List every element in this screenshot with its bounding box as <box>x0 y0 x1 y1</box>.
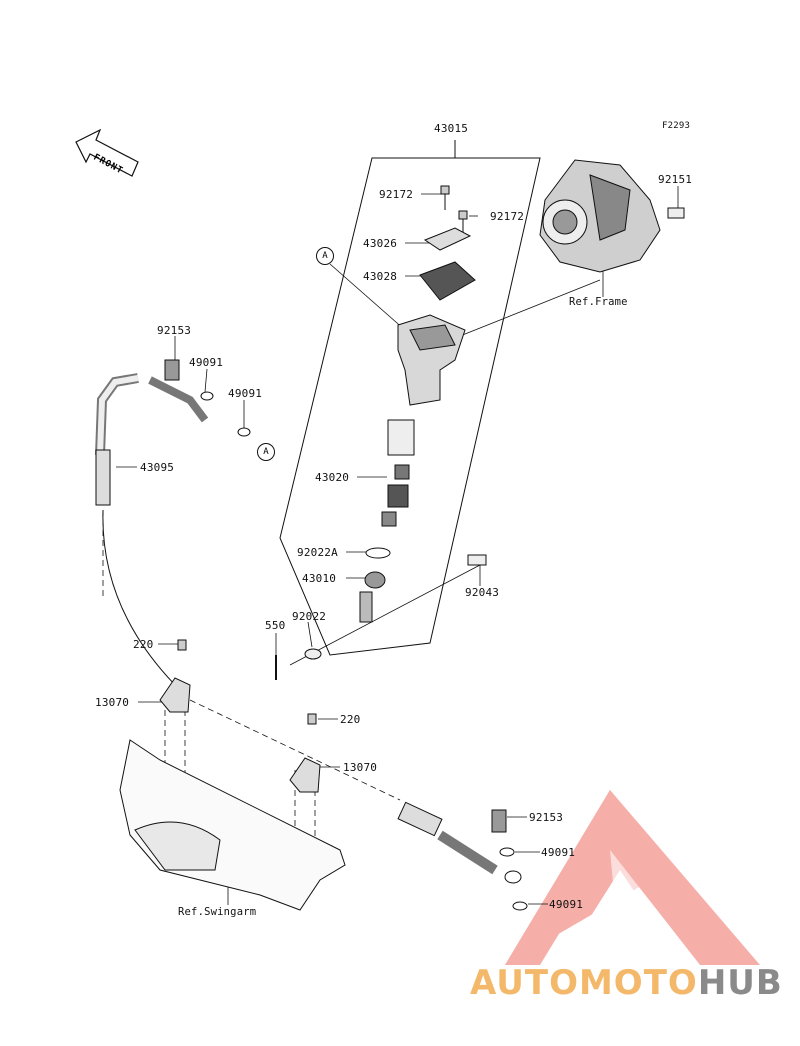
label-49091-b: 49091 <box>228 387 263 400</box>
diagram-code: F2293 <box>662 121 691 131</box>
label-550: 550 <box>265 619 286 632</box>
label-92151: 92151 <box>658 173 693 186</box>
label-43015: 43015 <box>434 122 469 135</box>
master-cylinder-group-outline <box>279 140 541 656</box>
label-43028: 43028 <box>363 270 398 283</box>
label-92153-b: 92153 <box>529 811 564 824</box>
leader-lines <box>116 186 679 905</box>
hose-and-banjo-parts <box>95 359 251 691</box>
front-direction-arrow-icon <box>75 128 139 177</box>
label-13070-a: 13070 <box>95 696 130 709</box>
label-43020: 43020 <box>315 471 350 484</box>
label-ref-swingarm: Ref.Swingarm <box>178 906 257 918</box>
watermark-text-part1: AUTOMOTO <box>470 963 698 1003</box>
label-13070-b: 13070 <box>343 761 378 774</box>
label-43026: 43026 <box>363 237 398 250</box>
watermark-text: AUTOMOTOHUB <box>470 963 783 1003</box>
label-220-a: 220 <box>133 638 154 651</box>
label-49091-d: 49091 <box>549 898 584 911</box>
label-ref-frame: Ref.Frame <box>569 296 628 308</box>
ref-swingarm-part <box>119 739 346 911</box>
label-92172-a: 92172 <box>379 188 414 201</box>
label-49091-c: 49091 <box>541 846 576 859</box>
label-220-b: 220 <box>340 713 361 726</box>
label-49091-a: 49091 <box>189 356 224 369</box>
label-92022: 92022 <box>292 610 327 623</box>
label-92172-b: 92172 <box>490 210 525 223</box>
label-43095: 43095 <box>140 461 175 474</box>
watermark-text-part2: HUB <box>697 963 783 1003</box>
label-92022a: 92022A <box>297 546 338 559</box>
watermark-logo-shape <box>505 790 760 965</box>
callout-a-upper: A <box>316 247 334 265</box>
master-cylinder-parts <box>275 185 487 680</box>
label-92153-a: 92153 <box>157 324 192 337</box>
label-92043: 92043 <box>465 586 500 599</box>
label-43010: 43010 <box>302 572 337 585</box>
clamp-parts <box>159 639 321 793</box>
callout-a-lower: A <box>257 443 275 461</box>
ref-frame-part <box>539 159 685 273</box>
lower-hose-end-parts <box>397 801 528 911</box>
